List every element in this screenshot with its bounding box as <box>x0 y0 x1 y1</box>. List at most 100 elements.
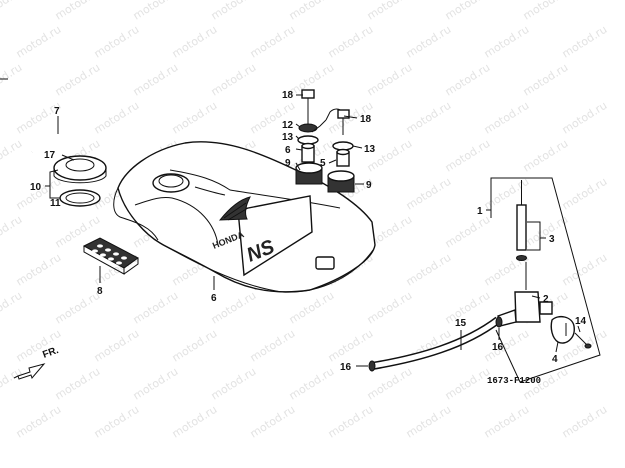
direction-label: FR. <box>41 345 60 361</box>
watermark-text: motod.ru <box>92 403 142 441</box>
callout-13-left: 13 <box>282 132 294 143</box>
callout-15: 15 <box>455 318 467 329</box>
watermark-text: motod.ru <box>131 0 181 23</box>
watermark-text: motod.ru <box>0 137 24 175</box>
fuel-tank[interactable] <box>113 141 376 293</box>
callout-13-right: 13 <box>364 144 376 155</box>
callout-4: 4 <box>552 354 558 365</box>
watermark-text: motod.ru <box>404 175 454 213</box>
watermark-text: motod.ru <box>92 99 142 137</box>
watermark-text: motod.ru <box>170 403 220 441</box>
watermark-text: motod.ru <box>53 289 103 327</box>
cap-gasket[interactable] <box>59 189 101 207</box>
watermark-text: motod.ru <box>131 365 181 403</box>
breather-tube[interactable] <box>30 123 78 153</box>
callout-3: 3 <box>549 234 555 245</box>
lever-screw[interactable] <box>574 332 592 349</box>
watermark-text: motod.ru <box>0 0 24 23</box>
rubber-cushion-right[interactable] <box>327 170 355 193</box>
callout-14: 14 <box>575 316 587 327</box>
watermark-text: motod.ru <box>326 403 376 441</box>
bolt-right[interactable] <box>337 109 350 135</box>
watermark-text: motod.ru <box>482 403 532 441</box>
watermark-text: motod.ru <box>14 403 64 441</box>
watermark-text: motod.ru <box>443 0 493 23</box>
watermark-text: motod.ru <box>209 0 259 23</box>
diagram-code: 1673-F1200 <box>487 376 541 386</box>
callout-1: 1 <box>477 206 483 217</box>
rubber-cushion-left[interactable] <box>295 162 323 185</box>
callout-9-right: 9 <box>366 180 372 191</box>
watermark-text: motod.ru <box>560 403 610 441</box>
watermark-text: motod.ru <box>131 61 181 99</box>
watermark-text: motod.ru <box>248 403 298 441</box>
watermark-text: motod.ru <box>404 23 454 61</box>
watermark-text: motod.ru <box>326 23 376 61</box>
watermark-text: motod.ru <box>443 137 493 175</box>
watermark-text: motod.ru <box>521 137 571 175</box>
callout-11: 11 <box>50 198 61 209</box>
fuel-hose[interactable] <box>371 316 501 370</box>
watermark-text: motod.ru <box>92 23 142 61</box>
callout-5: 5 <box>320 158 326 169</box>
callout-9-left: 9 <box>285 158 291 169</box>
watermark-text: motod.ru <box>482 327 532 365</box>
watermark-text: motod.ru <box>365 0 415 23</box>
watermark-text: motod.ru <box>0 213 24 251</box>
watermark-text: motod.ru <box>443 365 493 403</box>
watermark-text: motod.ru <box>170 23 220 61</box>
watermark-text: motod.ru <box>443 289 493 327</box>
watermark-text: motod.ru <box>560 99 610 137</box>
watermark-text: motod.ru <box>170 327 220 365</box>
rubber-pad[interactable] <box>82 237 139 275</box>
watermark-text: motod.ru <box>14 251 64 289</box>
callout-18-right: 18 <box>360 114 372 125</box>
watermark-text: motod.ru <box>287 365 337 403</box>
watermark-text: motod.ru <box>521 61 571 99</box>
callout-2: 2 <box>543 294 549 305</box>
fuel-strainer[interactable] <box>516 180 527 261</box>
watermark-text: motod.ru <box>560 23 610 61</box>
watermark-text: motod.ru <box>365 289 415 327</box>
bolt-left[interactable] <box>301 89 315 124</box>
collar-5[interactable] <box>336 148 350 167</box>
watermark-text: motod.ru <box>443 213 493 251</box>
watermark-text: motod.ru <box>248 23 298 61</box>
watermark-text: motod.ru <box>170 99 220 137</box>
watermark-text: motod.ru <box>0 365 24 403</box>
watermark-text: motod.ru <box>0 289 24 327</box>
watermark-text: motod.ru <box>404 251 454 289</box>
leader-lines <box>45 94 581 367</box>
watermark-text: motod.ru <box>0 61 24 99</box>
callout-16-right: 16 <box>492 342 504 353</box>
callout-16-left: 16 <box>340 362 352 373</box>
fuel-filler-cap[interactable] <box>53 155 107 184</box>
watermark-text: motod.ru <box>287 289 337 327</box>
watermark-text: motod.ru <box>53 61 103 99</box>
watermark-text: motod.ru <box>560 251 610 289</box>
watermark-text: motod.ru <box>404 403 454 441</box>
watermark-text: motod.ru <box>365 137 415 175</box>
callout-18-left: 18 <box>282 90 294 101</box>
watermark-text: motod.ru <box>209 365 259 403</box>
watermark-text: motod.ru <box>443 61 493 99</box>
callouts: 7 17 10 11 8 6 18 12 13 6 9 18 13 5 9 1 … <box>30 90 587 373</box>
fuel-cock-lever[interactable] <box>550 315 575 344</box>
watermark-text: motod.ru <box>209 61 259 99</box>
watermark-text: motod.ru <box>92 327 142 365</box>
callout-12: 12 <box>282 120 294 131</box>
watermark-text: motod.ru <box>521 0 571 23</box>
front-direction-arrow <box>13 363 46 380</box>
watermark-text: motod.ru <box>287 0 337 23</box>
hose-clip-left[interactable] <box>368 360 376 372</box>
callout-6-collar: 6 <box>285 145 291 156</box>
collar-6[interactable] <box>301 142 315 163</box>
callout-8: 8 <box>97 286 103 297</box>
watermark-text: motod.ru <box>131 289 181 327</box>
watermark-text: motod.ru <box>248 327 298 365</box>
hose-clip-right[interactable] <box>495 316 503 328</box>
watermark-text: motod.ru <box>404 99 454 137</box>
watermark-text: motod.ru <box>560 175 610 213</box>
callout-17: 17 <box>44 150 56 161</box>
